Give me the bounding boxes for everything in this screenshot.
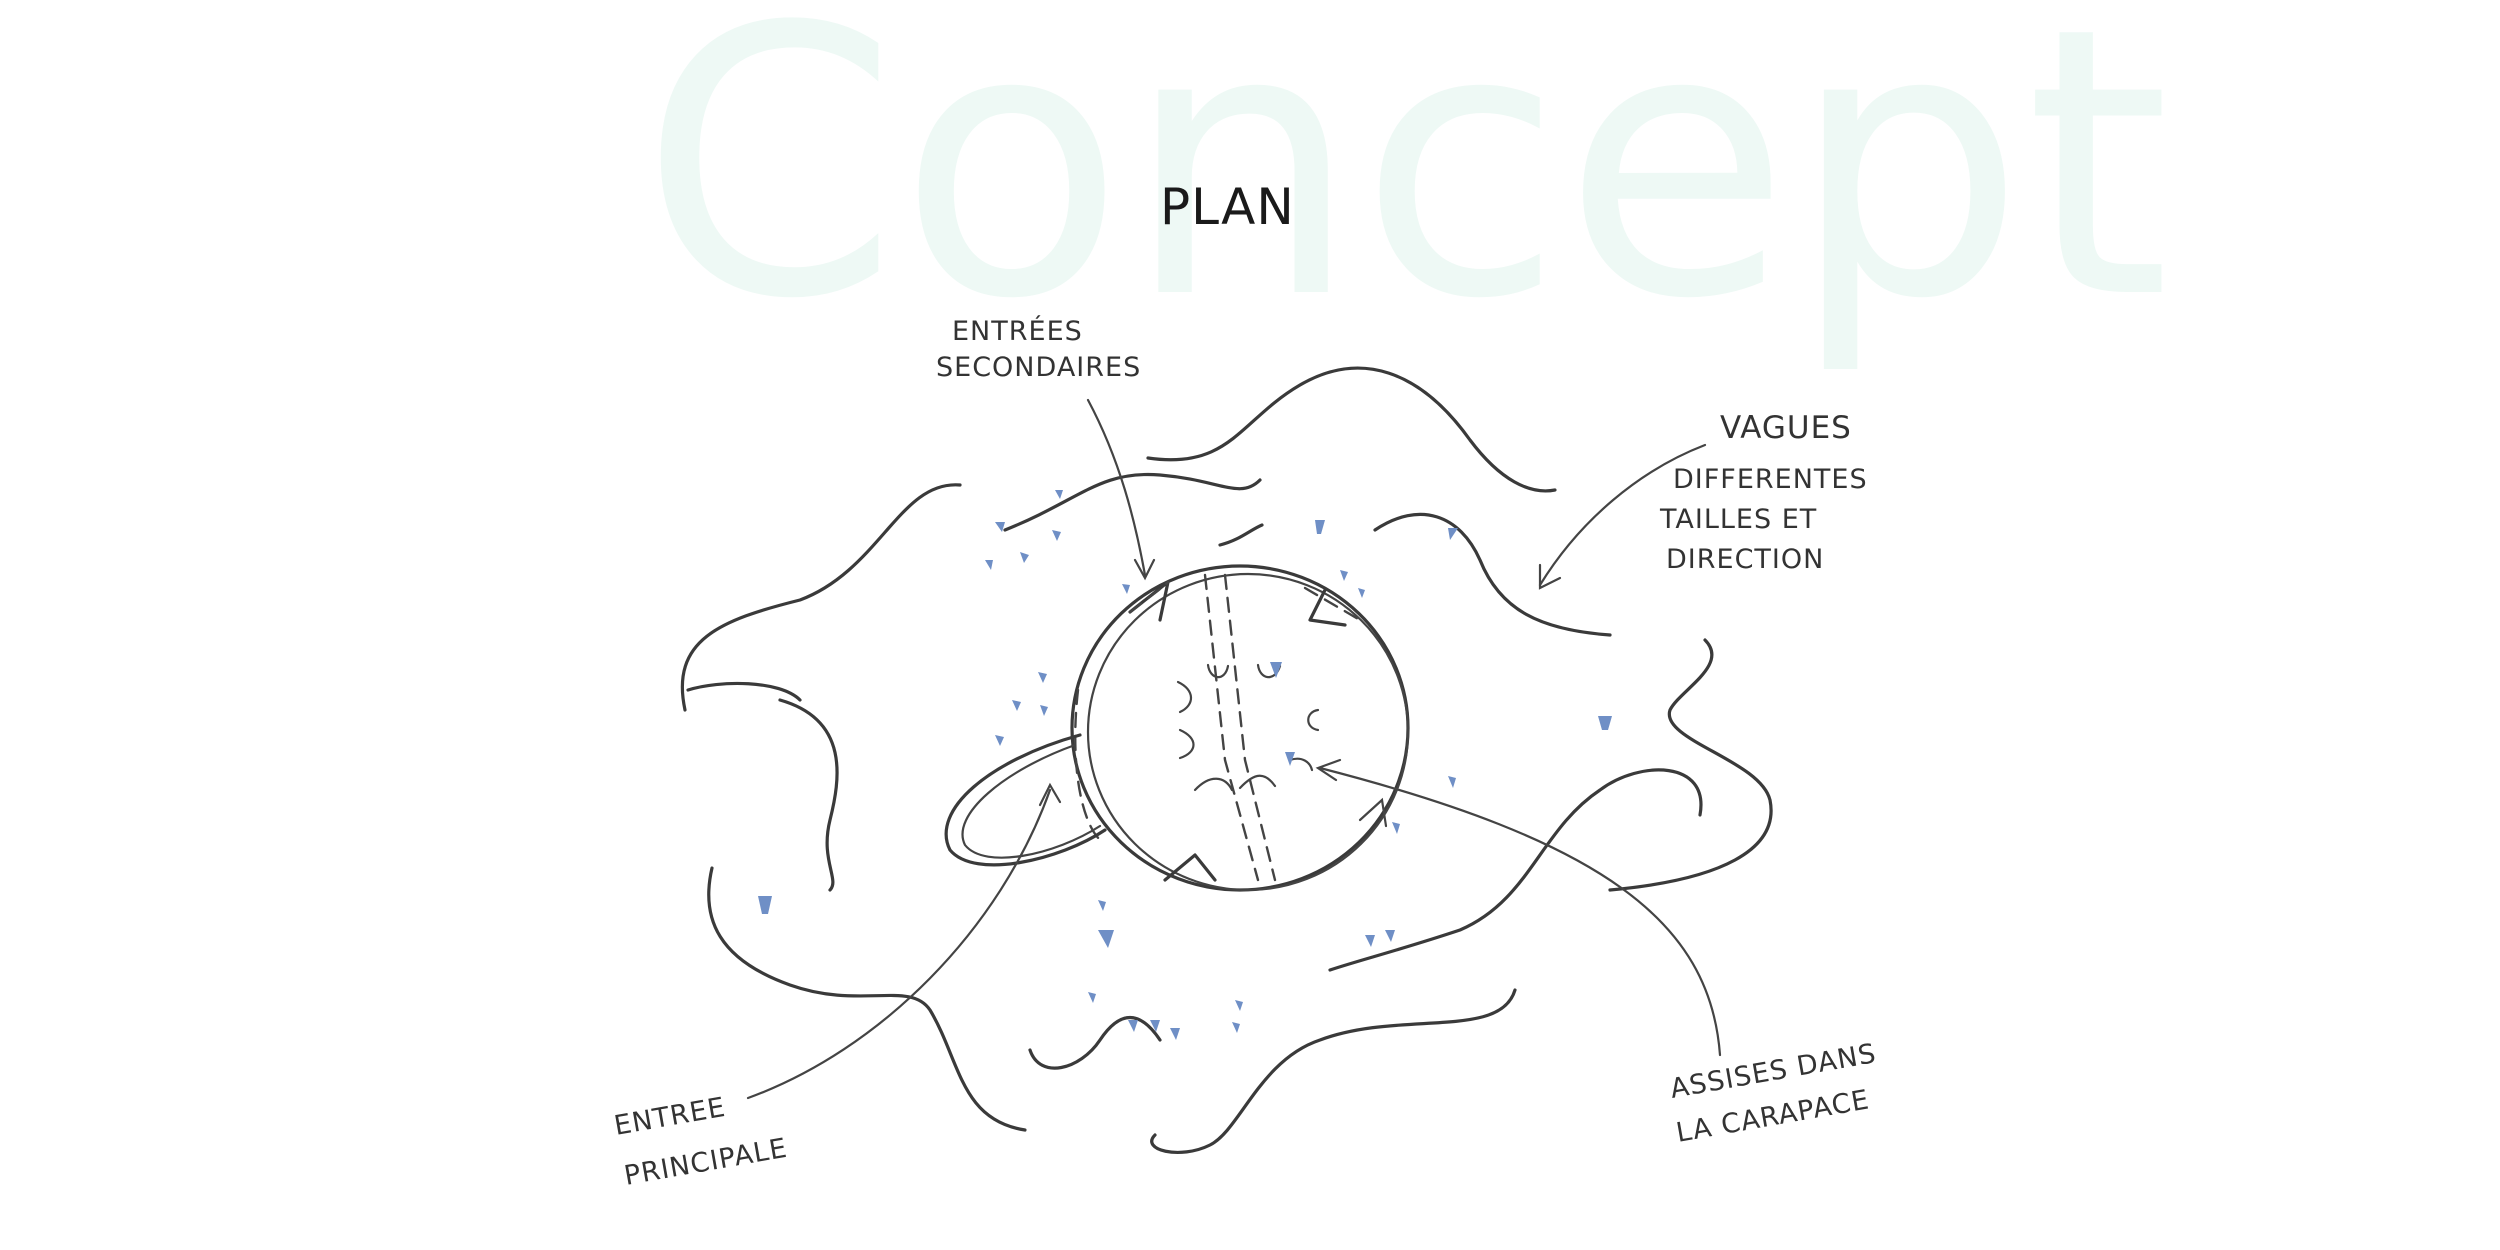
person-figure [758, 896, 772, 914]
arrow-main-entrance [746, 788, 1052, 1100]
person-figure [1235, 1000, 1243, 1011]
person-figure [995, 735, 1004, 746]
people-figures [758, 490, 1612, 1040]
person-figure [1358, 588, 1365, 598]
label-line: ENTRÉES [952, 315, 1083, 347]
label-secondary-entrances: ENTRÉES SECONDAIRES [936, 315, 1141, 383]
label-line: SECONDAIRES [936, 352, 1141, 383]
wave-line [1003, 472, 1262, 532]
wave-line [1028, 1015, 1162, 1070]
label-seating: ASSISES DANS LA CARAPACE [1668, 1038, 1879, 1149]
person-figure [1285, 752, 1295, 766]
person-figure [1020, 552, 1029, 563]
person-figure [1170, 1028, 1180, 1040]
person-figure [1040, 705, 1048, 716]
person-figure [1052, 530, 1061, 541]
person-figure [1122, 584, 1130, 594]
label-main-entrance: ENTREE PRINCIPALE [612, 1092, 790, 1192]
wave-line [1150, 988, 1517, 1154]
wave-line [707, 866, 1027, 1132]
label-waves: VAGUES DIFFERENTES TAILLES ET DIRECTION [1659, 410, 1868, 575]
label-line: TAILLES ET [1659, 504, 1817, 535]
person-figure [1340, 570, 1348, 581]
label-line: DIFFERENTES [1673, 464, 1868, 495]
label-line: ENTREE [612, 1092, 728, 1142]
person-figure [985, 560, 993, 570]
background-title-concept: Concept [640, 0, 2170, 380]
person-figure [1270, 662, 1282, 678]
wave-line [686, 681, 802, 702]
person-figure [1038, 672, 1047, 683]
person-figure [1098, 900, 1106, 911]
label-line: DIRECTION [1666, 544, 1824, 575]
person-figure [1012, 700, 1021, 711]
wave-line [1218, 523, 1264, 547]
page-title: PLAN [1160, 178, 1295, 236]
wave-line [680, 483, 962, 712]
arrow-waves [1538, 443, 1707, 587]
person-figure [995, 522, 1005, 532]
person-figure [1232, 1022, 1240, 1033]
arrow-secondary-entrances [1086, 398, 1147, 577]
person-figure [1598, 716, 1612, 730]
wave-line [1328, 768, 1703, 972]
label-line: PRINCIPALE [622, 1133, 790, 1192]
central-shell [944, 564, 1410, 892]
person-figure [1150, 1020, 1160, 1032]
person-figure [1055, 490, 1063, 499]
wave-line [1608, 638, 1773, 892]
wave-line [1146, 366, 1557, 493]
person-figure [1448, 528, 1458, 540]
main-entrance-loop [944, 733, 1107, 867]
person-figure [1385, 930, 1395, 942]
wave-line [778, 698, 839, 892]
person-figure [1088, 992, 1096, 1003]
background-word: Concept [640, 0, 2170, 380]
person-figure [1365, 935, 1375, 947]
wave-lines [680, 366, 1773, 1154]
person-figure [1315, 520, 1325, 534]
person-figure [1098, 930, 1114, 948]
label-line: VAGUES [1720, 410, 1852, 446]
arrow-seating [1318, 766, 1722, 1057]
person-figure [1448, 776, 1456, 788]
person-figure [1128, 1020, 1138, 1032]
wave-line [1373, 512, 1612, 637]
person-figure [1392, 822, 1400, 834]
annotation-arrows [746, 398, 1722, 1100]
